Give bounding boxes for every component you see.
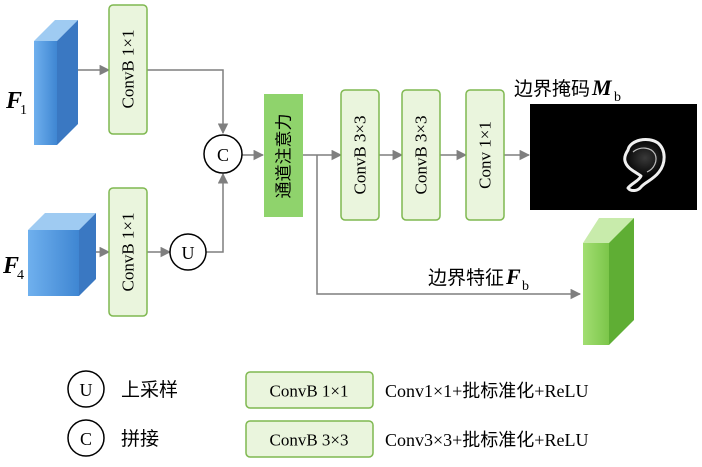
conv1-box [465,89,505,221]
input-f1-block [34,20,78,145]
input-f1-subscript: 1 [20,103,27,118]
legend-convb3-label: ConvB 3×3 [269,431,348,450]
convb1-bottom-label: ConvB 1×1 [119,212,138,291]
boundary-feature-subscript: b [522,279,529,294]
legend-concat-symbol: C [80,429,92,449]
legend-convb1-box [245,371,374,409]
convb3-a-box [340,89,380,221]
convb3-a-label: ConvB 3×3 [351,115,370,194]
convb1-top-label: ConvB 1×1 [119,29,138,108]
input-f4-symbol: F [2,253,19,279]
concat-node [203,134,243,174]
convb3-b-label: ConvB 3×3 [412,115,431,194]
legend-concat-text: 拼接 [121,428,159,450]
convb1-top-box [108,4,148,135]
legend-upsample-text: 上采样 [121,379,178,401]
arrow-to-boundary-feature [316,155,582,300]
legend-convb1-desc: Conv1×1+批标准化+ReLU [385,381,588,401]
convb3-b-box [401,89,441,221]
input-f4-subscript: 4 [17,268,24,283]
legend-concat-node [67,419,105,457]
convb1-bottom-box [108,187,148,317]
boundary-mask-image [530,104,697,210]
boundary-mask-subscript: b [614,90,621,105]
legend-upsample-node [67,370,105,408]
connectors [78,64,582,300]
boundary-feature-block [583,218,634,345]
legend: U 上采样 C 拼接 ConvB 1×1 Conv1×1+批标准化+ReLU C… [67,370,588,458]
boundary-feature-title: 边界特征 [428,267,504,289]
input-f1-symbol: F [5,88,22,114]
concat-symbol: C [217,145,229,165]
legend-convb1-label: ConvB 1×1 [269,382,348,401]
channel-attention-label: 通道注意力 [275,114,294,199]
legend-convb3-box [245,420,374,458]
input-f4-block [28,213,96,296]
legend-convb3-desc: Conv3×3+批标准化+ReLU [385,430,588,450]
arrow-upsample-to-concat [206,172,229,253]
upsample-symbol: U [182,243,195,263]
upsample-node [169,233,207,271]
boundary-mask-title: 边界掩码 [514,78,590,100]
channel-attention-box [264,94,303,217]
legend-upsample-symbol: U [80,380,93,400]
boundary-mask-symbol: M [591,75,613,100]
boundary-feature-symbol: F [505,264,521,289]
arrow-convb-top-to-concat [147,69,229,135]
conv1-label: Conv 1×1 [476,121,495,189]
